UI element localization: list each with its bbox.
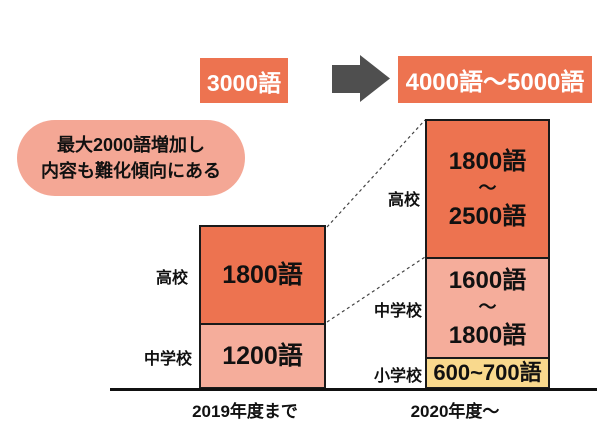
- after-highschool-label: 高校: [387, 192, 420, 209]
- bar-2020-juniorhigh-min: 1600語: [448, 267, 527, 295]
- after-elementary-label: 小学校: [373, 368, 422, 385]
- before-highschool-label: 高校: [155, 270, 188, 287]
- bar-2020-juniorhigh-segment: 1600語 〜 1800語: [427, 259, 548, 359]
- total-after-label: 4000語〜5000語: [405, 69, 585, 96]
- bar-2020: 1800語 〜 2500語 1600語 〜 1800語 600~700語: [425, 119, 550, 389]
- bar-2019: 1800語 1200語: [199, 225, 326, 389]
- bar-2020-juniorhigh-max: 1800語: [448, 321, 527, 349]
- callout-bubble: 最大2000語増加し 内容も難化傾向にある: [17, 120, 245, 196]
- total-before-label: 3000語: [206, 69, 282, 96]
- bar-2020-juniorhigh-tilde: 〜: [478, 297, 497, 318]
- axis-label-2019: 2019年度まで: [192, 402, 298, 421]
- bar-2019-juniorhigh-segment: 1200語: [201, 325, 324, 387]
- bar-2019-highschool-value: 1800語: [222, 261, 303, 289]
- total-after-box: 4000語〜5000語: [398, 56, 592, 103]
- bar-2019-juniorhigh-value: 1200語: [222, 342, 303, 370]
- bar-2019-highschool-segment: 1800語: [201, 227, 324, 325]
- bar-2020-highschool-segment: 1800語 〜 2500語: [427, 121, 548, 259]
- after-juniorhigh-label: 中学校: [373, 303, 422, 320]
- x-axis-line: [110, 388, 597, 391]
- connector-top-dotted-line: [326, 119, 426, 228]
- bar-2020-highschool-min: 1800語: [448, 148, 527, 176]
- bar-2020-elementary-value: 600~700語: [433, 359, 542, 385]
- callout-line1: 最大2000語増加し: [56, 134, 206, 155]
- callout-line2: 内容も難化傾向にある: [41, 161, 221, 181]
- bar-2020-highschool-max: 2500語: [448, 202, 527, 230]
- bar-2020-elementary-segment: 600~700語: [427, 359, 548, 387]
- before-juniorhigh-label: 中学校: [143, 351, 192, 368]
- arrow-right-icon: [332, 55, 390, 102]
- total-before-box: 3000語: [200, 58, 288, 103]
- bar-2020-highschool-tilde: 〜: [478, 178, 497, 199]
- axis-label-2020: 2020年度〜: [410, 402, 500, 421]
